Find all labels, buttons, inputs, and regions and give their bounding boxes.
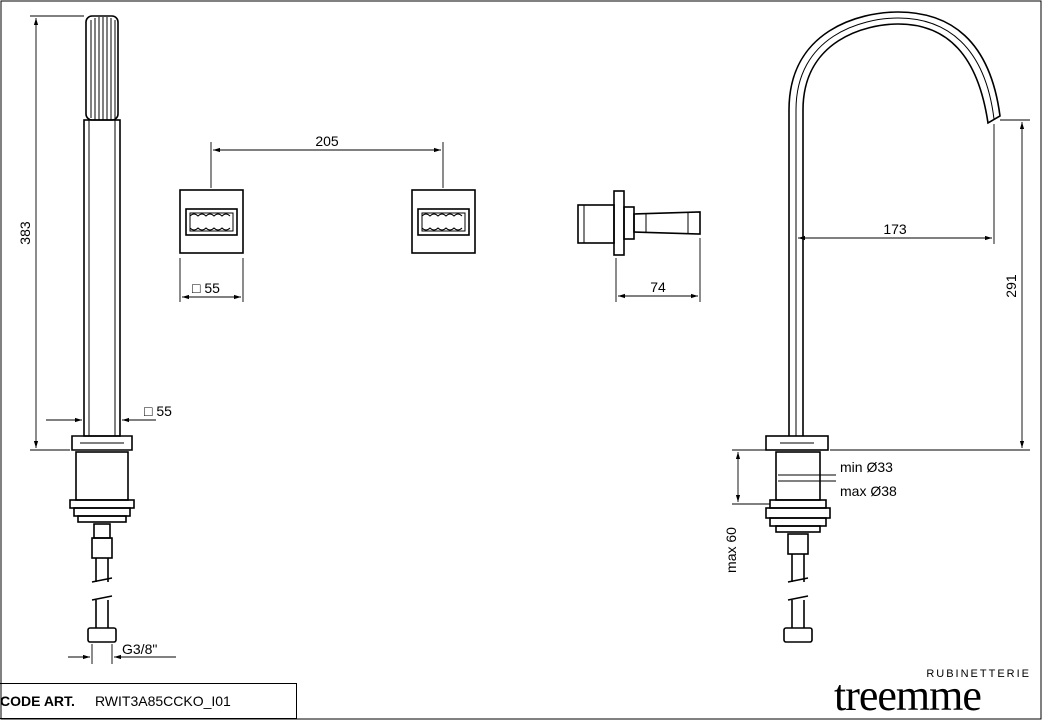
dim-depth-74: 74	[615, 238, 701, 302]
dim-shower-width-55: □ 55	[46, 403, 172, 428]
dim-height-383: 383	[17, 15, 84, 451]
dim-74-label: 74	[650, 279, 666, 295]
dim-max-hole-label: max Ø38	[840, 483, 897, 499]
dim-thread: G3/8"	[68, 641, 176, 664]
dim-plate-square-55: □ 55	[179, 258, 244, 302]
dim-max-60: max 60	[723, 449, 770, 573]
handle-plate-left	[179, 189, 244, 254]
dim-max-60-label: max 60	[723, 527, 739, 573]
hand-shower-view	[69, 15, 135, 643]
dim-173-label: 173	[883, 221, 907, 237]
handle-side-view	[577, 190, 701, 256]
dim-min-hole-label: min Ø33	[840, 459, 893, 475]
article-code-box: CODE ART. RWIT3A85CCKO_I01	[0, 683, 297, 719]
handle-plate-right	[411, 189, 476, 254]
dim-plate-square-label: □ 55	[192, 280, 220, 296]
spout-view	[765, 11, 1001, 643]
brand-name: treemme	[834, 671, 982, 720]
article-code-label: CODE ART.	[0, 693, 75, 709]
dim-spacing-205: 205	[210, 133, 444, 188]
dim-height-291: 291	[830, 119, 1030, 451]
dim-205-label: 205	[315, 133, 339, 149]
dim-thread-label: G3/8"	[122, 641, 157, 657]
dim-shower-square-label: □ 55	[144, 403, 172, 419]
brand-logo: RUBINETTERIE treemme	[834, 664, 1039, 720]
dim-291-label: 291	[1003, 274, 1019, 298]
article-code-value: RWIT3A85CCKO_I01	[94, 693, 231, 709]
dim-383-label: 383	[17, 221, 33, 245]
brand-subtitle: RUBINETTERIE	[926, 668, 1031, 680]
dim-hole-diameter: min Ø33 max Ø38	[778, 459, 897, 499]
dim-reach-173: 173	[798, 124, 995, 244]
